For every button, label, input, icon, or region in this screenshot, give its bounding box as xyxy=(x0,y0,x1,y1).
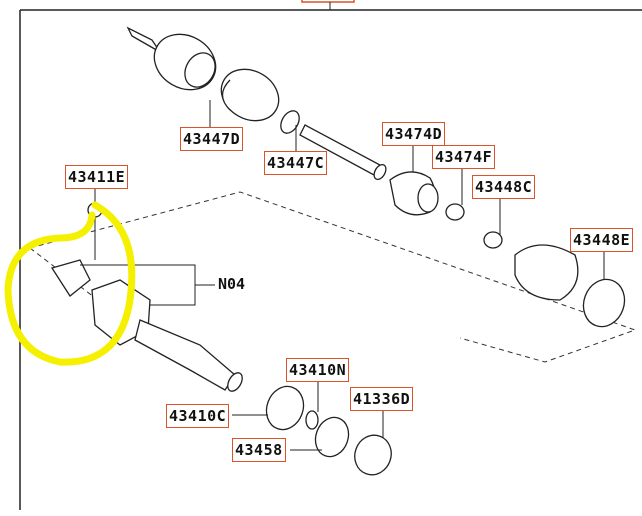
part-label-43447c[interactable]: 43447C xyxy=(264,151,328,175)
part-label-43410n[interactable]: 43410N xyxy=(286,358,350,382)
part-label-43474f[interactable]: 43474F xyxy=(432,145,496,169)
part-label-43448e[interactable]: 43448E xyxy=(570,228,634,252)
part-label-43447d[interactable]: 43447D xyxy=(180,127,244,151)
part-label-43410c[interactable]: 43410C xyxy=(166,404,230,428)
highlight-circle xyxy=(4,201,136,366)
outer-cv-joint xyxy=(126,26,387,181)
part-label-43448c[interactable]: 43448C xyxy=(472,175,536,199)
part-label-41336d[interactable]: 41336D xyxy=(350,387,414,411)
part-label-43411e[interactable]: 43411E xyxy=(65,165,129,189)
top-label-box xyxy=(301,0,355,3)
leader-lines xyxy=(80,100,605,451)
part-label-43474d[interactable]: 43474D xyxy=(382,122,446,146)
part-label-43458[interactable]: 43458 xyxy=(232,438,286,462)
damper-and-clamps xyxy=(389,171,626,328)
part-label-n04: N04 xyxy=(218,275,246,293)
inner-cv-joint xyxy=(50,202,392,476)
